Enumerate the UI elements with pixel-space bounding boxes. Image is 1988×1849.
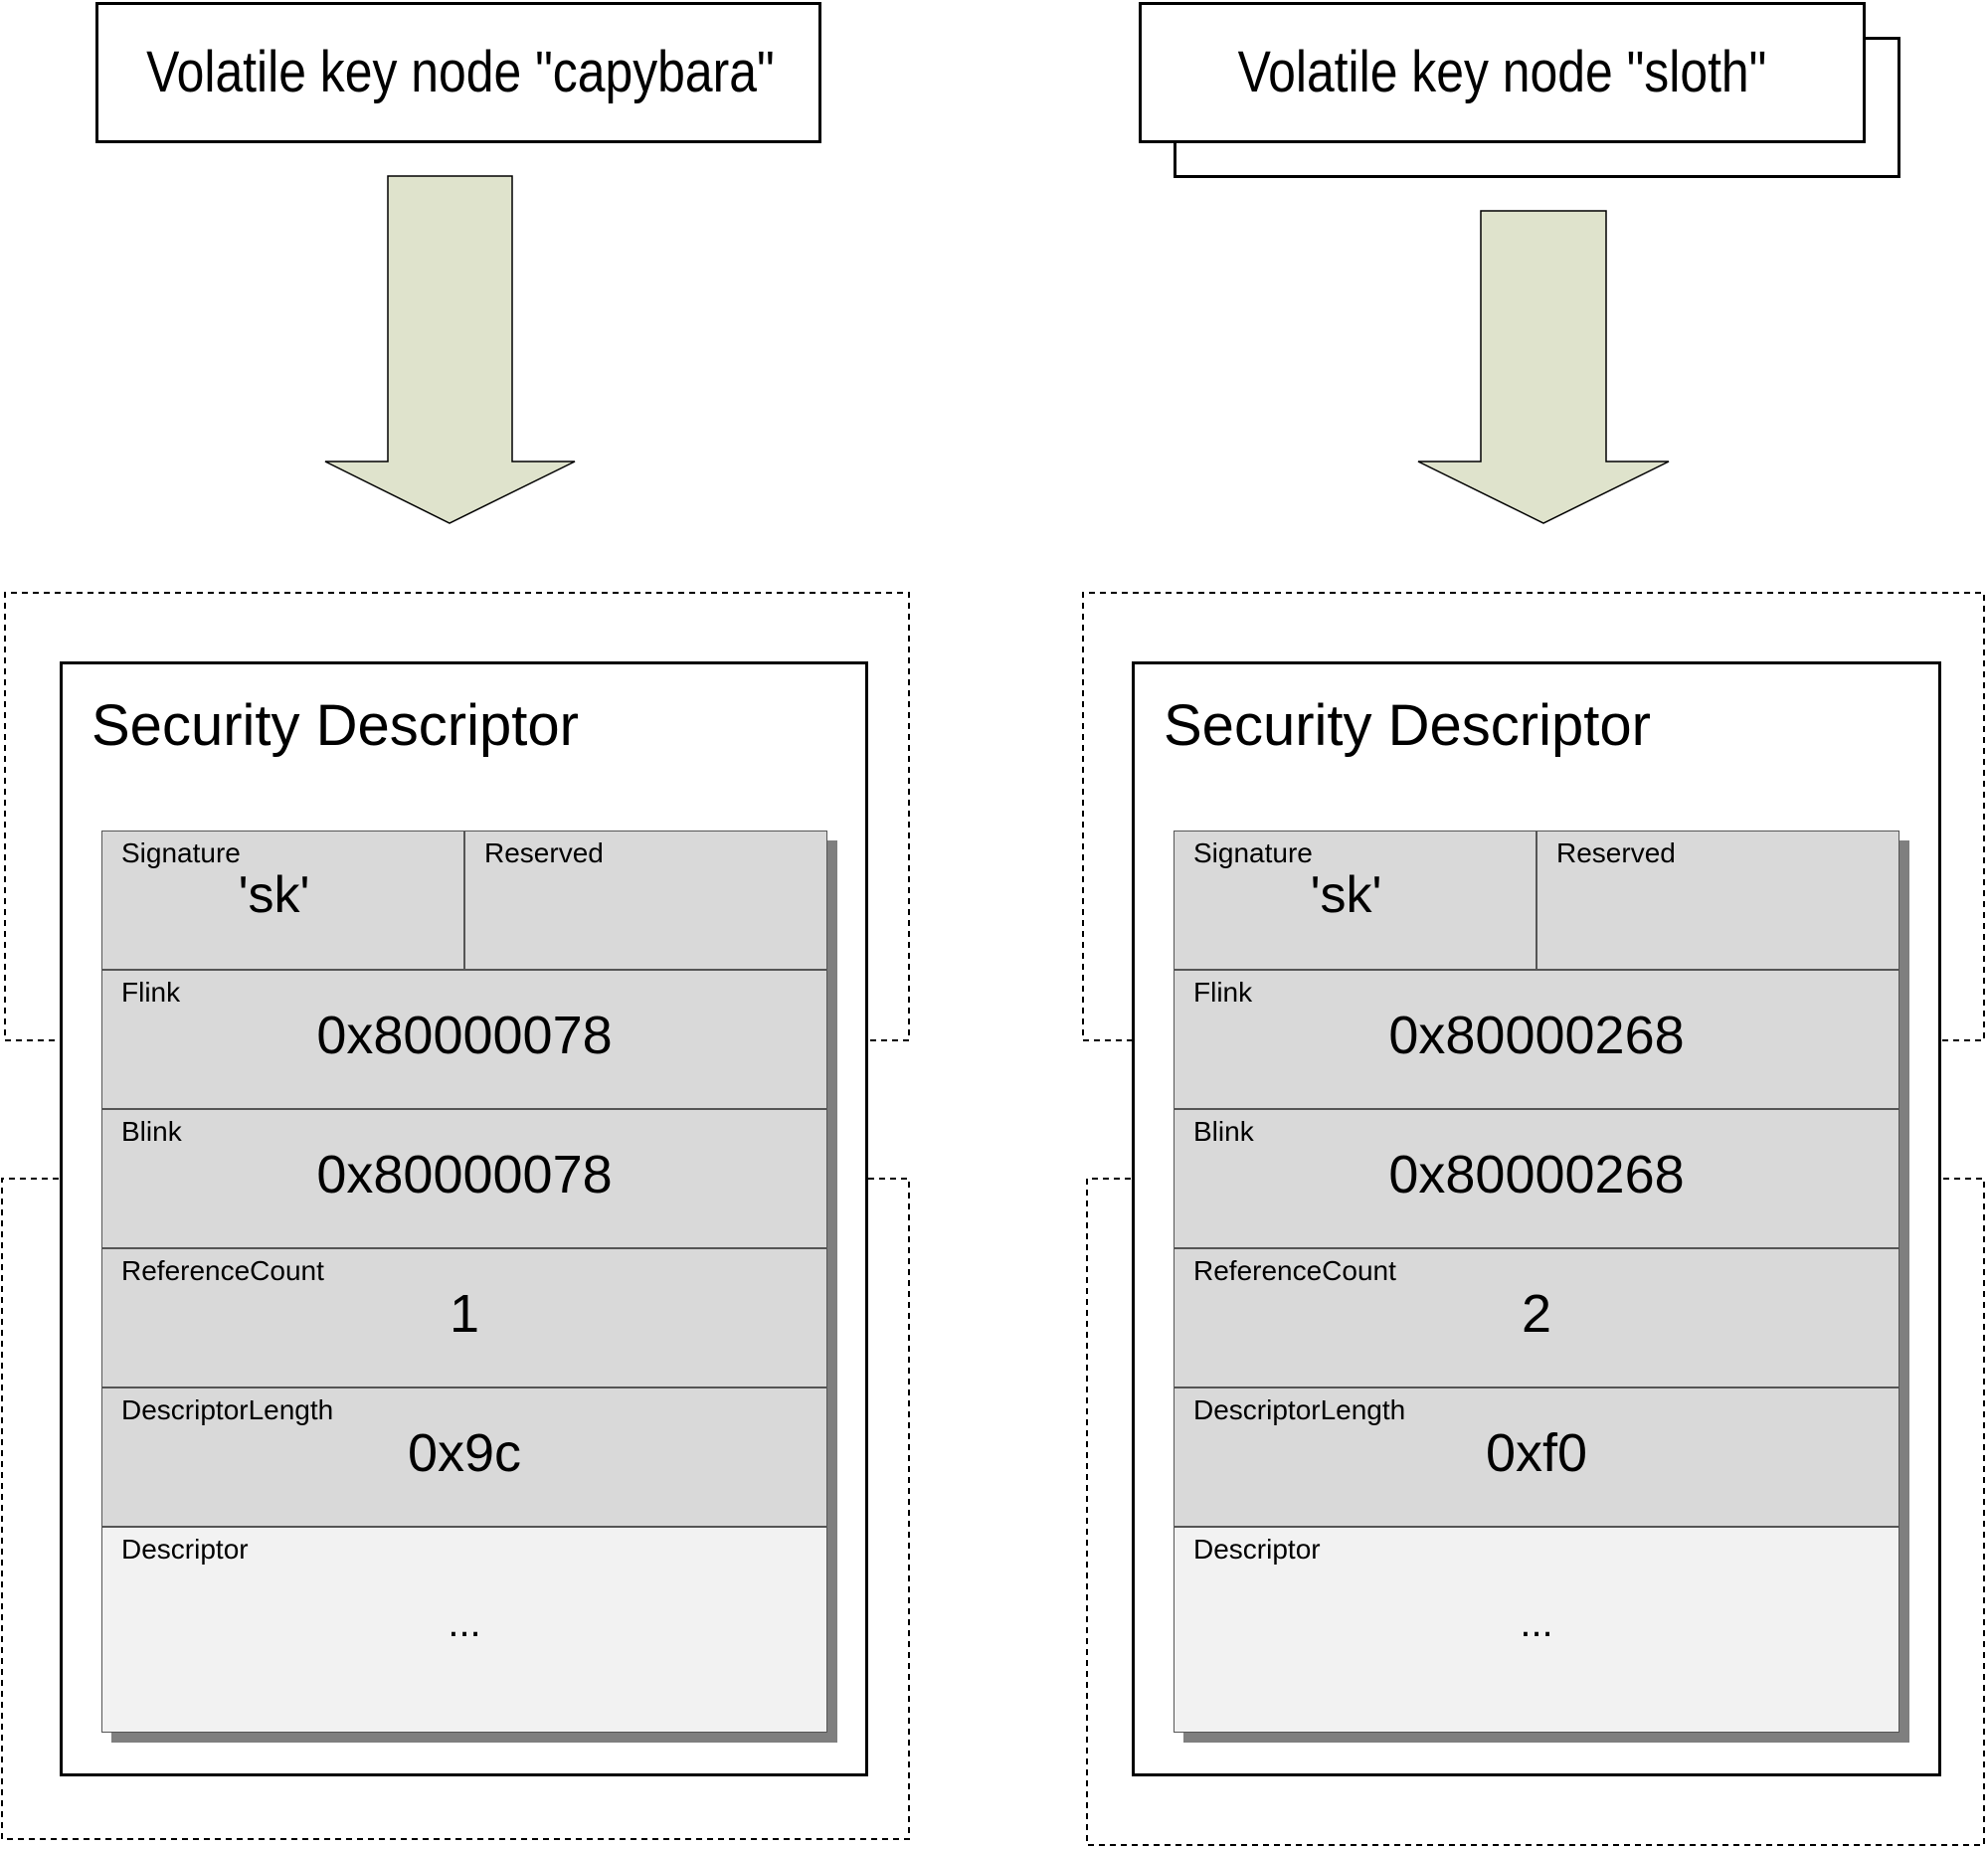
left-blink-link: [1, 1178, 910, 1840]
left-desclen-label: DescriptorLength: [121, 1394, 334, 1425]
right-descriptor-label: Descriptor: [1193, 1534, 1321, 1565]
right-refcount-label: ReferenceCount: [1193, 1255, 1396, 1286]
left-descriptor-cell: Descriptor ...: [101, 1527, 827, 1733]
left-signature-label: Signature: [121, 837, 241, 868]
left-signature-cell: Signature 'sk': [101, 831, 464, 970]
left-flink-value: 0x80000078: [316, 1006, 613, 1065]
left-desclen-cell: DescriptorLength 0x9c: [101, 1387, 827, 1527]
left-desclen-value: 0x9c: [407, 1423, 522, 1483]
right-descriptor-cell: Descriptor ...: [1174, 1527, 1899, 1733]
right-keynode-label: Volatile key node "sloth": [1237, 40, 1767, 104]
right-refcount-cell: ReferenceCount 2: [1174, 1248, 1899, 1387]
left-blink-cell: Blink 0x80000078: [101, 1109, 827, 1248]
right-sd-title: Security Descriptor: [1164, 693, 1651, 758]
right-flink-cell: Flink 0x80000268: [1174, 970, 1899, 1109]
right-reserved-cell: Reserved: [1536, 831, 1899, 970]
left-flink-cell: Flink 0x80000078: [101, 970, 827, 1109]
left-refcount-label: ReferenceCount: [121, 1255, 324, 1286]
right-desclen-cell: DescriptorLength 0xf0: [1174, 1387, 1899, 1527]
right-flink-label: Flink: [1193, 977, 1253, 1008]
right-flink-value: 0x80000268: [1388, 1006, 1685, 1065]
left-reserved-label: Reserved: [484, 837, 604, 868]
right-sk-table: Signature 'sk' Reserved Flink 0x80000268…: [1174, 831, 1899, 1733]
right-flink-link: [1082, 592, 1985, 1041]
right-blink-value: 0x80000268: [1388, 1145, 1685, 1204]
left-block-arrow: [324, 175, 576, 524]
right-refcount-value: 2: [1521, 1284, 1552, 1344]
left-refcount-value: 1: [449, 1284, 480, 1344]
left-reserved-cell: Reserved: [464, 831, 827, 970]
right-reserved-label: Reserved: [1556, 837, 1676, 868]
left-flink-label: Flink: [121, 977, 181, 1008]
left-blink-value: 0x80000078: [316, 1145, 613, 1204]
right-desclen-label: DescriptorLength: [1193, 1394, 1406, 1425]
left-refcount-cell: ReferenceCount 1: [101, 1248, 827, 1387]
right-desclen-value: 0xf0: [1485, 1423, 1588, 1483]
left-descriptor-label: Descriptor: [121, 1534, 249, 1565]
left-flink-link: [4, 592, 910, 1041]
left-descriptor-value: ...: [448, 1601, 481, 1645]
right-block-arrow: [1417, 210, 1670, 524]
left-keynode: Volatile key node "capybara": [95, 2, 821, 143]
left-signature-value: 'sk': [238, 866, 310, 924]
right-signature-label: Signature: [1193, 837, 1313, 868]
right-signature-cell: Signature 'sk': [1174, 831, 1536, 970]
right-descriptor-value: ...: [1520, 1601, 1553, 1645]
left-sd-title: Security Descriptor: [91, 693, 579, 758]
left-blink-label: Blink: [121, 1116, 182, 1147]
right-keynode: Volatile key node "sloth": [1139, 2, 1900, 178]
left-keynode-label: Volatile key node "capybara": [146, 40, 775, 104]
right-blink-cell: Blink 0x80000268: [1174, 1109, 1899, 1248]
right-blink-label: Blink: [1193, 1116, 1254, 1147]
left-sk-table: Signature 'sk' Reserved Flink 0x80000078…: [101, 831, 827, 1733]
right-signature-value: 'sk': [1310, 866, 1382, 924]
